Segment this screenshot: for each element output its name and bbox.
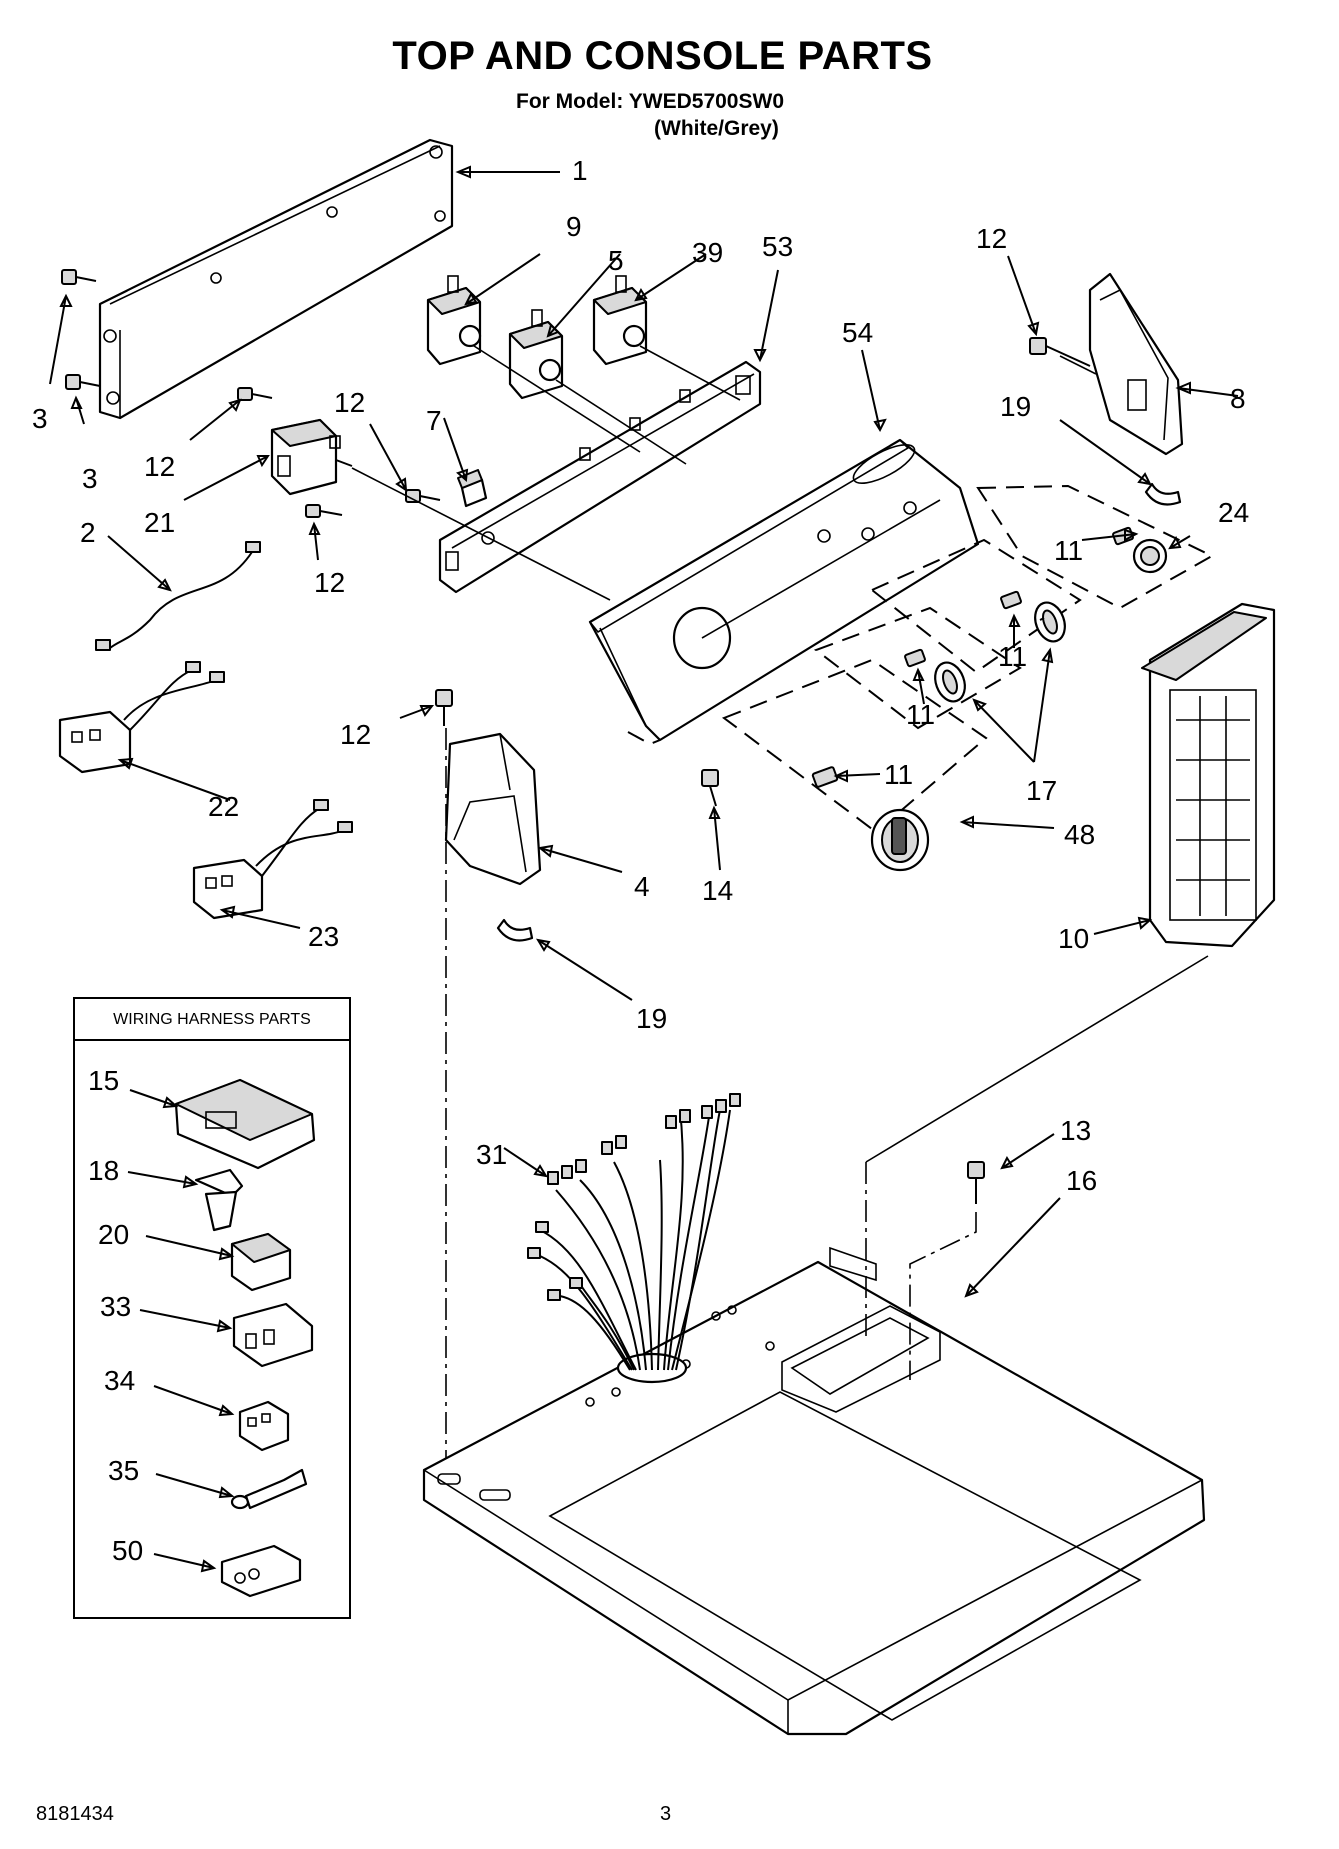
knob-part-48 bbox=[870, 808, 930, 872]
callout-34: 34 bbox=[104, 1365, 135, 1396]
callout-50: 50 bbox=[112, 1535, 143, 1566]
screw-12-end-cap bbox=[435, 689, 453, 726]
callout-13: 13 bbox=[1060, 1115, 1091, 1146]
callout-33: 33 bbox=[100, 1291, 131, 1322]
screw-3-lower bbox=[65, 374, 101, 390]
terminal-part-35 bbox=[230, 1468, 308, 1510]
wire-part-2 bbox=[95, 541, 261, 651]
clip-part-7 bbox=[457, 469, 488, 508]
wire-harness-part-31 bbox=[527, 1093, 741, 1384]
callout-19-upper: 19 bbox=[1000, 391, 1031, 422]
connector-part-18 bbox=[194, 1168, 244, 1232]
callout-15: 15 bbox=[88, 1065, 119, 1096]
callout-18: 18 bbox=[88, 1155, 119, 1186]
callout-11-a: 11 bbox=[1054, 535, 1083, 566]
switch-part-9 bbox=[426, 275, 482, 366]
wiring-box-title: WIRING HARNESS PARTS bbox=[113, 1011, 311, 1028]
knob-part-24 bbox=[1132, 538, 1168, 574]
screw-part-13 bbox=[967, 1161, 985, 1204]
callout-21: 21 bbox=[144, 507, 175, 538]
callout-12-mid: 12 bbox=[334, 387, 365, 418]
callout-3-lower: 3 bbox=[82, 463, 98, 494]
callout-7: 7 bbox=[426, 405, 442, 436]
screw-13-guide bbox=[909, 1212, 977, 1380]
callout-14: 14 bbox=[702, 875, 733, 906]
bracket-part-8 bbox=[1059, 272, 1184, 456]
lint-screen-part-10 bbox=[1141, 602, 1276, 948]
knob-guide-17b bbox=[813, 606, 1022, 730]
console-bracket-part-53 bbox=[438, 360, 762, 594]
model-number: For Model: YWED5700SW0 bbox=[516, 90, 784, 113]
leader-lines bbox=[49, 165, 1239, 1573]
knob-guide-24 bbox=[976, 484, 1215, 610]
screw-12-console-left bbox=[305, 504, 343, 518]
clip-19-lower bbox=[496, 918, 534, 942]
callout-31: 31 bbox=[476, 1139, 507, 1170]
callout-17: 17 bbox=[1026, 775, 1057, 806]
screw-12-console-mid bbox=[405, 489, 441, 503]
knob-part-17-lower bbox=[934, 661, 966, 703]
switch-part-39 bbox=[592, 275, 648, 366]
callout-39: 39 bbox=[692, 237, 723, 268]
callout-53: 53 bbox=[762, 231, 793, 262]
callout-54: 54 bbox=[842, 317, 873, 348]
callout-12-lower: 12 bbox=[314, 567, 345, 598]
callout-11-b: 11 bbox=[998, 641, 1027, 672]
callout-10: 10 bbox=[1058, 923, 1089, 954]
callout-12-timer: 12 bbox=[144, 451, 175, 482]
connector-part-33 bbox=[232, 1302, 314, 1368]
model-color: (White/Grey) bbox=[654, 117, 779, 140]
screw-12-timer bbox=[237, 387, 273, 401]
callout-2: 2 bbox=[80, 517, 96, 548]
callout-3-upper: 3 bbox=[32, 403, 48, 434]
document-number: 8181434 bbox=[36, 1803, 114, 1825]
callout-1: 1 bbox=[572, 155, 588, 186]
timer-part-21 bbox=[270, 418, 353, 496]
wiring-harness-box: WIRING HARNESS PARTS bbox=[73, 997, 351, 1619]
screw-3-upper bbox=[61, 269, 97, 285]
callout-24: 24 bbox=[1218, 497, 1249, 528]
callout-11-c: 11 bbox=[906, 699, 935, 730]
knob-part-17-upper bbox=[1034, 601, 1066, 643]
end-cap-part-4 bbox=[444, 732, 542, 886]
callout-16: 16 bbox=[1066, 1165, 1097, 1196]
callout-35: 35 bbox=[108, 1455, 139, 1486]
knob-guide-48 bbox=[721, 658, 988, 834]
clip-11-b bbox=[1000, 590, 1022, 610]
callout-5: 5 bbox=[608, 245, 624, 276]
callout-numbers: 1 3 3 9 5 39 53 54 12 8 19 12 12 7 21 2 … bbox=[32, 155, 1249, 1566]
connector-part-50 bbox=[220, 1544, 302, 1598]
harness-part-22 bbox=[58, 661, 225, 774]
callout-19-lower: 19 bbox=[636, 1003, 667, 1034]
callout-12-bracket: 12 bbox=[976, 223, 1007, 254]
connector-part-20 bbox=[230, 1232, 292, 1292]
panel-dash bbox=[627, 731, 661, 746]
clip-19-upper bbox=[1144, 482, 1182, 506]
callout-48: 48 bbox=[1064, 819, 1095, 850]
callout-23: 23 bbox=[308, 921, 339, 952]
callout-22: 22 bbox=[208, 791, 239, 822]
harness-part-23 bbox=[192, 799, 353, 920]
callout-20: 20 bbox=[98, 1219, 129, 1250]
callout-12-end-cap: 12 bbox=[340, 719, 371, 750]
page-title: TOP AND CONSOLE PARTS bbox=[392, 34, 933, 78]
screw-part-14 bbox=[701, 769, 719, 807]
clip-11-d bbox=[811, 766, 839, 788]
clip-11-c bbox=[904, 648, 926, 668]
connector-part-34 bbox=[238, 1400, 290, 1452]
rear-panel-part bbox=[98, 138, 454, 420]
page-number: 3 bbox=[660, 1803, 672, 1825]
switch-part-5 bbox=[508, 309, 564, 400]
connector-part-15 bbox=[174, 1078, 316, 1170]
knob-guide-17a bbox=[870, 538, 1082, 674]
callout-8: 8 bbox=[1230, 383, 1246, 414]
screw-12-bracket bbox=[1029, 337, 1091, 367]
callout-9: 9 bbox=[566, 211, 582, 242]
top-panel-part-16 bbox=[422, 1246, 1206, 1736]
callout-4: 4 bbox=[634, 871, 650, 902]
callout-11-d: 11 bbox=[884, 759, 913, 790]
